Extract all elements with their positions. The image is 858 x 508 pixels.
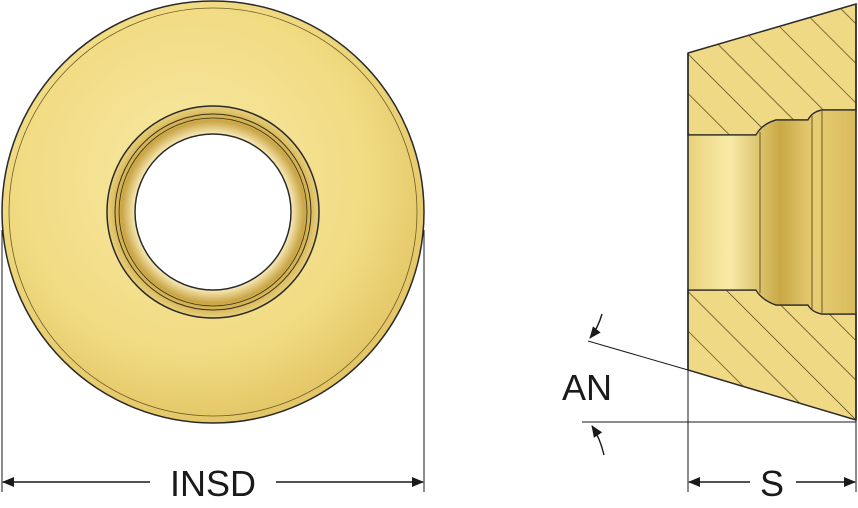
insd-dimension: INSD (1, 230, 425, 504)
insert-section-view (687, 3, 857, 422)
insd-label: INSD (170, 463, 256, 504)
insert-front-view (1, 0, 425, 424)
an-dimension: AN (562, 313, 856, 456)
an-arrow-upper (589, 313, 603, 339)
counterbore-inner-ring-2 (118, 117, 308, 307)
an-slope-line (587, 340, 689, 371)
s-dimension: S (687, 370, 857, 504)
bore-interior (687, 109, 857, 315)
insert-center-hole (134, 133, 292, 291)
an-label: AN (562, 367, 612, 408)
counterbore-inner-ring (114, 113, 312, 311)
an-arrow-lower (591, 425, 605, 456)
insert-edge-ring (8, 7, 418, 417)
s-label: S (760, 463, 784, 504)
